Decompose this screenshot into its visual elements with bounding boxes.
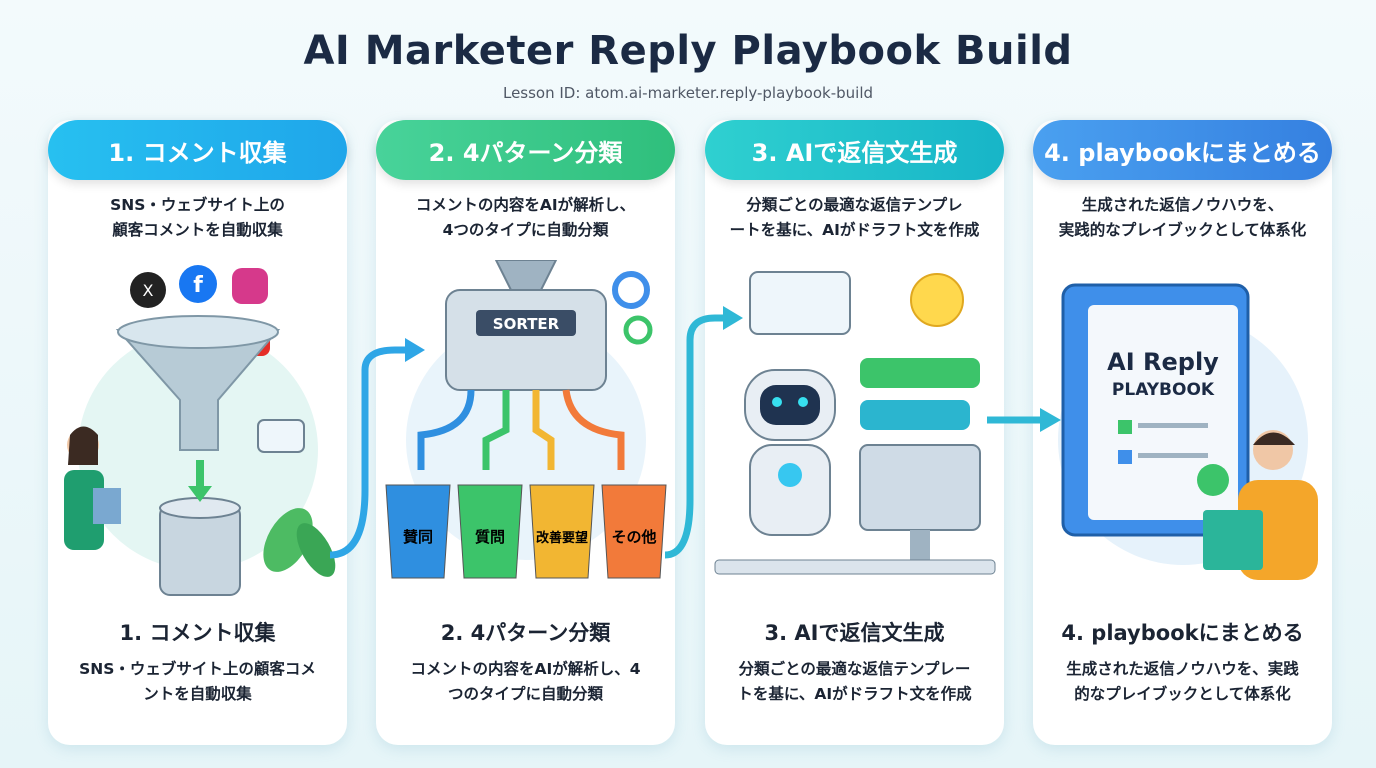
- step-title: 2. 4パターン分類: [440, 621, 611, 645]
- step-desc: コメントの内容をAIが解析し、4つのタイプに自動分類: [415, 196, 636, 239]
- step-card-playbook: 4. playbookにまとめる 生成された返信ノウハウを、実践的なプレイブック…: [1033, 120, 1332, 745]
- gear-icon: [612, 271, 653, 345]
- page-title: AI Marketer Reply Playbook Build: [303, 28, 1073, 74]
- check-icon: [1197, 464, 1229, 496]
- step-detail: SNS・ウェブサイト上の顧客コメントを自動収集: [79, 660, 316, 703]
- playbook-title: AI Reply: [1107, 348, 1219, 376]
- bucket-label: その他: [611, 528, 656, 546]
- sorter-label: SORTER: [493, 315, 560, 333]
- sorter-machine: [445, 289, 607, 391]
- step-header: 4. playbookにまとめる: [1033, 120, 1332, 180]
- x-icon: [130, 272, 166, 308]
- step-header: 2. 4パターン分類: [376, 120, 675, 180]
- step-detail: コメントの内容をAIが解析し、4つのタイプに自動分類: [410, 660, 641, 703]
- template-bubble: [749, 271, 851, 335]
- step-card-generate: 3. AIで返信文生成 分類ごとの最適な返信テンプレートを基に、AIがドラフト文…: [705, 120, 1004, 745]
- svg-text:f: f: [193, 273, 203, 298]
- sorter-illustration: SORTER 賛同 質問 改善要望 その他: [385, 260, 667, 579]
- svg-text:X: X: [143, 281, 154, 300]
- step-detail: 分類ごとの最適な返信テンプレートを基に、AIがドラフト文を作成: [737, 660, 972, 703]
- chat-bubble-icon: [257, 419, 305, 453]
- arrow-1-to-2: [329, 338, 425, 559]
- draft-bubble: [860, 400, 970, 430]
- lesson-id: Lesson ID: atom.ai-marketer.reply-playbo…: [502, 84, 874, 102]
- bucket-label: 改善要望: [536, 530, 588, 546]
- binder-icon: [1061, 283, 1250, 537]
- bucket-label: 質問: [475, 528, 505, 546]
- bucket-2: [529, 484, 595, 579]
- funnel-illustration: X f: [64, 265, 336, 596]
- robot: [744, 369, 836, 536]
- database-icon: [159, 497, 241, 596]
- step-desc: 分類ごとの最適な返信テンプレートを基に、AIがドラフト文を作成: [729, 196, 980, 239]
- step-header: 3. AIで返信文生成: [705, 120, 1004, 180]
- facebook-icon: [179, 265, 217, 303]
- playbook-illustration: AI Reply PLAYBOOK: [1058, 283, 1318, 580]
- bucket-1: [457, 484, 523, 579]
- bucket-0: [385, 484, 451, 579]
- step-card-classify: 2. 4パターン分類 コメントの内容をAIが解析し、4つのタイプに自動分類 SO…: [376, 120, 675, 745]
- person-reading: [1203, 430, 1318, 580]
- lightbulb-icon: [910, 273, 964, 327]
- step-header: 1. コメント収集: [48, 120, 347, 180]
- instagram-icon: [232, 268, 268, 304]
- person-with-clipboard: [64, 426, 121, 550]
- arrow-2-to-3: [664, 306, 743, 559]
- arrow-3-to-4: [987, 408, 1061, 432]
- step-title: 4. playbookにまとめる: [1061, 621, 1304, 645]
- step-title: 3. AIで返信文生成: [764, 621, 945, 645]
- draft-bubble: [860, 358, 980, 388]
- step-desc: SNS・ウェブサイト上の顧客コメントを自動収集: [110, 196, 285, 239]
- bucket-label: 賛同: [403, 528, 433, 546]
- bucket-3: [601, 484, 667, 579]
- step-title: 1. コメント収集: [119, 621, 276, 645]
- playbook-subtitle: PLAYBOOK: [1112, 380, 1215, 400]
- step-card-collect: 1. コメント収集 SNS・ウェブサイト上の顧客コメントを自動収集 X f 1.…: [48, 120, 347, 745]
- plant-icon: [263, 508, 336, 577]
- step-desc: 生成された返信ノウハウを、実践的なプレイブックとして体系化: [1058, 196, 1307, 239]
- computer-monitor: [859, 444, 981, 565]
- step-detail: 生成された返信ノウハウを、実践的なプレイブックとして体系化: [1066, 660, 1299, 703]
- robot-illustration: [714, 271, 996, 575]
